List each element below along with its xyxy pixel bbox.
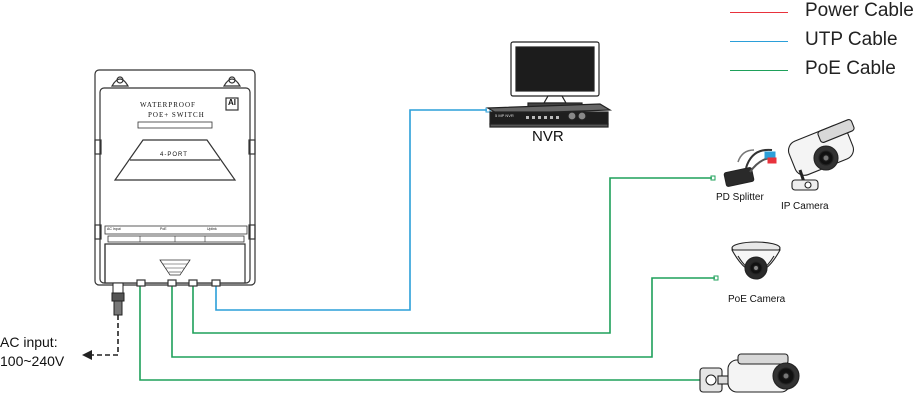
ac-gland xyxy=(111,282,125,316)
legend-poe-line xyxy=(730,70,788,71)
ip-camera-label: IP Camera xyxy=(781,201,829,212)
nvr-brand-label: 5 MP NVR xyxy=(495,113,514,118)
ac-input-label-line2: 100~240V xyxy=(0,353,65,369)
legend-power-line xyxy=(730,12,788,13)
legend-power-label: Power Cable xyxy=(805,0,914,21)
ac-input-cable xyxy=(92,315,119,356)
switch-title-line2: POE+ SWITCH xyxy=(148,111,205,119)
poe-cable-to-bullet-camera xyxy=(139,283,700,381)
poe-cable-to-ip-camera xyxy=(192,177,712,334)
poe-camera-label: PoE Camera xyxy=(728,294,786,305)
switch-port-count: 4-PORT xyxy=(160,152,188,158)
pd-splitter-label: PD Splitter xyxy=(716,192,764,203)
legend-poe-label: PoE Cable xyxy=(805,58,896,79)
ip-camera-device xyxy=(787,119,855,191)
nvr-buttons xyxy=(526,116,559,119)
switch-port-label-ac: AC Input xyxy=(107,227,121,231)
switch-port-label-poe: PoE xyxy=(160,227,167,231)
switch-logo: AI xyxy=(228,98,236,107)
poe-switch xyxy=(94,69,256,287)
legend-utp-line xyxy=(730,41,788,42)
bullet-camera-device xyxy=(699,353,800,393)
ac-input-label-line1: AC input: xyxy=(0,334,58,350)
utp-cable-to-nvr xyxy=(215,109,487,311)
switch-port-label-uplink: Uplink xyxy=(207,227,217,231)
switch-title-line1: WATERPROOF xyxy=(140,101,196,109)
legend-utp-label: UTP Cable xyxy=(805,29,898,50)
nvr-device xyxy=(485,41,613,128)
nvr-label: NVR xyxy=(532,128,564,145)
pd-splitter-device xyxy=(723,148,777,187)
poe-cable-to-poe-camera xyxy=(171,277,715,358)
poe-camera-device xyxy=(731,241,781,280)
